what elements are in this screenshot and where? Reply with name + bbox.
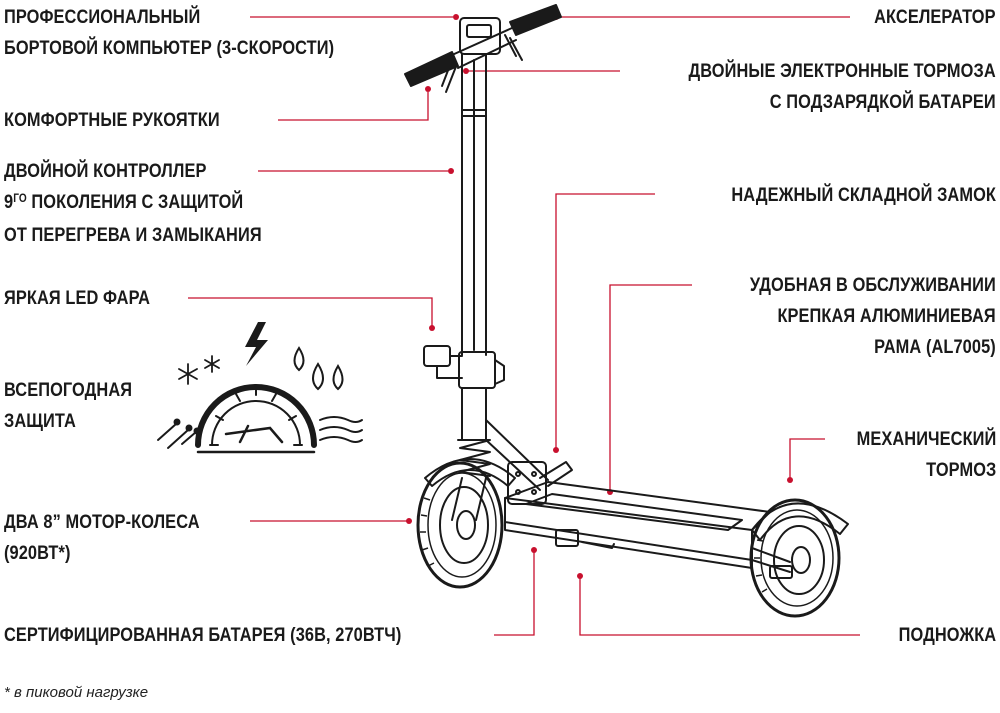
label-led-headlight: ЯРКАЯ LED ФАРА bbox=[4, 287, 151, 309]
front-tread bbox=[420, 497, 435, 567]
front-hub bbox=[456, 510, 476, 540]
stem-clamp bbox=[461, 109, 487, 117]
dial-ticks bbox=[209, 386, 303, 446]
callout-dots bbox=[406, 14, 793, 579]
rear-rim bbox=[773, 525, 825, 595]
water-drops-icon bbox=[293, 346, 344, 391]
brake-lever-left bbox=[441, 59, 458, 93]
dial-inner-arc bbox=[211, 400, 301, 446]
label-battery: СЕРТИФИЦИРОВАННАЯ БАТАРЕЯ (36В, 270ВТЧ) bbox=[4, 624, 402, 646]
dial-needle bbox=[224, 424, 284, 444]
callout-battery bbox=[494, 552, 535, 636]
right-grip-accelerator bbox=[509, 4, 562, 36]
headlight-housing bbox=[423, 345, 451, 367]
dot-controller bbox=[448, 168, 454, 174]
front-tire-inner bbox=[427, 472, 497, 578]
rear-brake-caliper bbox=[769, 565, 793, 579]
label-mechanical-brake: МЕХАНИЧЕСКИЙ ТОРМОЗ bbox=[856, 428, 996, 481]
label-folding-lock: НАДЕЖНЫЙ СКЛАДНОЙ ЗАМОК bbox=[731, 184, 996, 206]
controller-block bbox=[458, 351, 496, 389]
label-accelerator: АКСЕЛЕРАТОР bbox=[874, 6, 996, 28]
callout-lines bbox=[188, 16, 860, 636]
dot-lock bbox=[553, 447, 559, 453]
speedometer-icon bbox=[195, 384, 317, 454]
dot-mech-brake bbox=[787, 477, 793, 483]
weather-icon-cluster bbox=[157, 322, 363, 454]
label-motor-wheels: ДВА 8” МОТОР-КОЛЕСА (920ВТ*) bbox=[4, 511, 200, 564]
charge-port bbox=[555, 529, 579, 547]
callout-frame bbox=[609, 284, 692, 490]
left-grip bbox=[404, 51, 459, 87]
rear-wheel bbox=[749, 498, 841, 618]
footnote: * в пиковой нагрузке bbox=[4, 684, 149, 701]
callout-kickstand bbox=[579, 578, 860, 636]
kickstand bbox=[581, 541, 615, 549]
lightning-icon bbox=[245, 322, 268, 366]
label-kickstand: ПОДНОЖКА bbox=[898, 624, 996, 646]
dot-brakes bbox=[463, 68, 469, 74]
folding-brace bbox=[485, 419, 549, 491]
joint-bolt-1 bbox=[515, 471, 521, 477]
brake-lever-right bbox=[504, 34, 523, 61]
label-all-weather: ВСЕПОГОДНАЯ ЗАЩИТА bbox=[4, 379, 133, 432]
joint-bolt-4 bbox=[531, 489, 537, 495]
scooter-drawing bbox=[404, 4, 849, 579]
rear-tread bbox=[754, 539, 768, 593]
label-regen-brakes: ДВОЙНЫЕ ЭЛЕКТРОННЫЕ ТОРМОЗА С ПОДЗАРЯДКО… bbox=[688, 60, 996, 113]
dot-computer bbox=[453, 14, 459, 20]
display bbox=[466, 24, 492, 38]
callout-headlight bbox=[188, 297, 433, 326]
callout-grips bbox=[278, 92, 429, 121]
dot-wheels bbox=[406, 518, 412, 524]
front-wheel bbox=[416, 461, 504, 589]
controller-clip bbox=[494, 359, 505, 385]
label-comfort-grips: КОМФОРТНЫЕ РУКОЯТКИ bbox=[4, 109, 220, 131]
folding-lock-lever bbox=[539, 461, 573, 487]
deck-grip bbox=[525, 493, 743, 531]
front-tire-outer bbox=[416, 461, 504, 589]
controller-line-2: 9ГО ПОКОЛЕНИЯ С ЗАЩИТОЙ bbox=[4, 191, 244, 213]
snowflake-icon bbox=[178, 355, 220, 385]
callout-mech-brake bbox=[789, 438, 825, 478]
neck bbox=[461, 387, 487, 441]
rear-tire-inner bbox=[760, 509, 834, 607]
front-fender bbox=[424, 458, 516, 487]
callout-lock bbox=[555, 193, 655, 448]
joint-bolt-2 bbox=[531, 471, 537, 477]
onboard-computer bbox=[459, 17, 501, 55]
dot-headlight bbox=[429, 325, 435, 331]
label-onboard-computer: ПРОФЕССИОНАЛЬНЫЙ БОРТОВОЙ КОМПЬЮТЕР (3-С… bbox=[4, 6, 335, 59]
label-dual-controller: ДВОЙНОЙ КОНТРОЛЛЕР 9ГО ПОКОЛЕНИЯ С ЗАЩИТ… bbox=[4, 160, 262, 246]
rain-icon bbox=[157, 418, 201, 449]
rear-tire-outer bbox=[749, 498, 841, 618]
dot-kickstand bbox=[577, 573, 583, 579]
rear-hub bbox=[791, 546, 811, 574]
dot-battery bbox=[531, 547, 537, 553]
dot-grips bbox=[425, 86, 431, 92]
wind-icon bbox=[319, 416, 363, 443]
label-aluminium-frame: УДОБНАЯ В ОБСЛУЖИВАНИИ КРЕПКАЯ АЛЮМИНИЕВ… bbox=[750, 274, 996, 358]
rear-fender bbox=[751, 502, 849, 541]
front-rim bbox=[439, 486, 489, 564]
